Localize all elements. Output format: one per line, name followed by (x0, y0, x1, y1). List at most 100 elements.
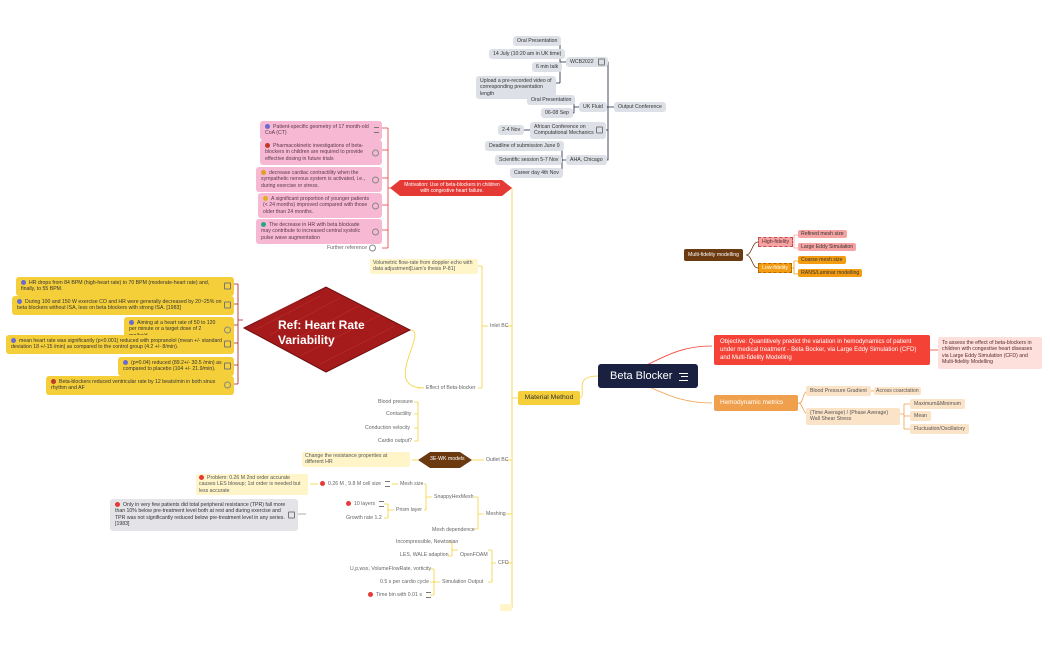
ref-hr-item-5[interactable]: (p=0.04) reduced (89.2+/- 30.5 /min) as … (118, 357, 234, 376)
uk-fluid-item-1[interactable]: Oral Presentation (527, 95, 576, 106)
note-icon (374, 127, 379, 134)
cfd-node[interactable]: CFD (498, 560, 509, 566)
wss-item-1[interactable]: Maximum&Minimum (910, 399, 965, 410)
bpg-node[interactable]: Blood Pressure Gradient (806, 386, 871, 397)
openfoam-node[interactable]: OpenFOAM (460, 552, 488, 558)
ref-hr-item-2[interactable]: During 100 and 150 W exercise CO and HR … (12, 296, 234, 315)
ref-hr-item-1[interactable]: HR drops from 84 BPM (high-heart rate) t… (16, 277, 234, 296)
high-fidelity-node[interactable]: High-fidelity (758, 237, 794, 248)
resistance-node[interactable]: Change the resistance properties at diff… (302, 452, 410, 467)
wss-node[interactable]: (Time Average) / (Phase Average) Wall Sh… (806, 408, 900, 425)
menu-lines-icon-mid (681, 376, 688, 377)
aha-item-1[interactable]: Deadline of submission June 9 (485, 141, 564, 152)
link-icon (288, 511, 295, 519)
output-item-3[interactable]: Time bin with 0.01 s (366, 591, 434, 599)
info-icon (11, 338, 16, 344)
effect-item-4[interactable]: Cardio output? (378, 438, 413, 444)
ref-hr-title[interactable]: Ref: Heart Rate Variability (278, 318, 365, 347)
output-item-1[interactable]: U,p,wss, VolumeFlowRate, vorticity (350, 566, 432, 572)
cell-size-node[interactable]: 0.26 M , 9.8 M cell size (318, 480, 393, 488)
aha-item-3[interactable]: Career day 4th Nov (510, 168, 563, 179)
central-title: Beta Blocker (610, 370, 673, 382)
output-item-3-text: Time bin with 0.01 s (376, 592, 422, 598)
incompressible-node[interactable]: Incompressible, Newtonian (396, 539, 459, 545)
link-icon (224, 282, 231, 290)
more-icon (372, 228, 379, 236)
wcb-item-1[interactable]: Oral Presentation (513, 36, 562, 47)
rans-node[interactable]: RANS/Laminar modelling (798, 269, 863, 278)
aha-node[interactable]: AHA, Chicago (566, 155, 607, 166)
further-reference-text: Further reference (327, 245, 368, 251)
flag-icon (261, 170, 266, 176)
output-conference-node[interactable]: Output Conference (614, 102, 666, 113)
objective-node[interactable]: Objective: Quantitively predict the vari… (714, 335, 930, 365)
wk-model-label[interactable]: 3E-WK models (430, 456, 465, 462)
sim-output-node[interactable]: Simulation Output (442, 579, 484, 585)
bpg-child[interactable]: Across coarctation (874, 387, 921, 396)
refined-mesh-node[interactable]: Refined mesh size (798, 230, 847, 239)
uk-fluid-node[interactable]: UK Fluid (579, 102, 607, 113)
les-node[interactable]: Large Eddy Simulation (798, 243, 857, 252)
motivation-item-1[interactable]: Patient-specific geometry of 17 month-ol… (260, 121, 382, 140)
ref-hr-item-4-text: mean heart rate was significantly (p<0.0… (11, 338, 222, 351)
wk-model-hex (418, 452, 472, 468)
aha-item-2[interactable]: Scientific session 5-7 Nov (495, 155, 563, 166)
layers-node[interactable]: 10 layers (344, 500, 387, 508)
menu-lines-icon (679, 373, 688, 381)
low-fidelity-node[interactable]: Low-fidelity (758, 263, 792, 274)
coarse-mesh-node[interactable]: Coarse mesh size (798, 256, 846, 265)
info-icon (21, 280, 26, 286)
ref-hr-item-4[interactable]: mean heart rate was significantly (p<0.0… (6, 335, 234, 354)
les-wale-node[interactable]: LES, WALE adaption (400, 552, 449, 558)
inlet-bc-node[interactable]: Inlet BC (490, 323, 509, 329)
motivation-item-3[interactable]: decrease cardiac contractility when the … (256, 167, 382, 193)
multi-fidelity-node[interactable]: Multi-fidelity modelling (684, 249, 744, 262)
effect-item-3[interactable]: Conduction velocity (365, 425, 410, 431)
effect-node[interactable]: Effect of Beta-blocker (426, 385, 476, 391)
motivation-item-1-text: Patient-specific geometry of 17 month-ol… (265, 124, 369, 137)
wcb-item-4[interactable]: Upload a pre-recorded video of correspon… (476, 76, 556, 100)
hemodynamic-node[interactable]: Hemodynamic metrics (714, 395, 798, 411)
layers-text: 10 layers (354, 501, 376, 507)
ref-hr-item-6-text: Beta-blockers reduced ventricular rate b… (51, 379, 216, 392)
mesh-size-node[interactable]: Mesh size (400, 481, 424, 487)
output-item-2[interactable]: 0.5 s per cardio cycle (380, 579, 430, 585)
wss-item-2[interactable]: Mean (910, 411, 931, 422)
motivation-item-2[interactable]: Pharmacokinetic investigations of beta-b… (260, 140, 382, 166)
african-node[interactable]: African Conference on Computational Mech… (530, 122, 606, 139)
problem-text: Problem: 0.26 M 2nd order accurate cause… (199, 475, 301, 494)
uk-fluid-item-2[interactable]: 06-08 Sep (541, 108, 573, 119)
empty-node[interactable] (500, 604, 512, 611)
wcb-item-3[interactable]: 6 min talk (532, 62, 563, 73)
snappy-node[interactable]: SnappyHexMesh (434, 494, 474, 500)
wcb2022-node[interactable]: WCB2022 (566, 57, 608, 68)
outlet-bc-node[interactable]: Outlet BC (486, 457, 509, 463)
volumetric-node[interactable]: Volumetric flow-rate from doppler echo w… (370, 259, 478, 274)
material-method-node[interactable]: Material Method (518, 391, 580, 405)
african-date[interactable]: 2-4 Nov (498, 125, 525, 136)
objective-detail[interactable]: To assess the effect of beta-blockers in… (938, 337, 1042, 369)
link-icon (224, 301, 231, 309)
dependence-node[interactable]: Mesh dependence (432, 527, 475, 533)
effect-item-2[interactable]: Contactility (386, 411, 412, 417)
effect-item-1[interactable]: Blood pressure (378, 399, 413, 405)
more-icon (372, 202, 379, 210)
central-topic[interactable]: Beta Blocker (598, 364, 698, 388)
growth-node[interactable]: Growth rate 1.2 (346, 515, 382, 521)
meshing-node[interactable]: Meshing (486, 511, 506, 517)
prism-node[interactable]: Prism layer (396, 507, 422, 513)
problem-node[interactable]: Problem: 0.26 M 2nd order accurate cause… (196, 474, 308, 496)
link-icon (224, 340, 231, 348)
further-reference[interactable]: Further reference (325, 244, 379, 252)
alert-icon (368, 592, 373, 598)
motivation-label[interactable]: Motivation: Use of beta-blockers in chil… (404, 182, 500, 194)
star-icon (263, 196, 268, 202)
wcb-item-2[interactable]: 14 July (10:20 am in UK time) (489, 49, 566, 60)
motivation-item-5[interactable]: The decrease in HR with beta blockade ma… (256, 219, 382, 245)
tpr-note-node[interactable]: Only in very few patients did total peri… (110, 499, 298, 531)
ref-hr-item-6[interactable]: Beta-blockers reduced ventricular rate b… (46, 376, 234, 395)
wss-item-3[interactable]: Fluctuation/Oscillatory (910, 424, 970, 435)
motivation-item-4[interactable]: A significant proportion of younger pati… (258, 193, 382, 219)
